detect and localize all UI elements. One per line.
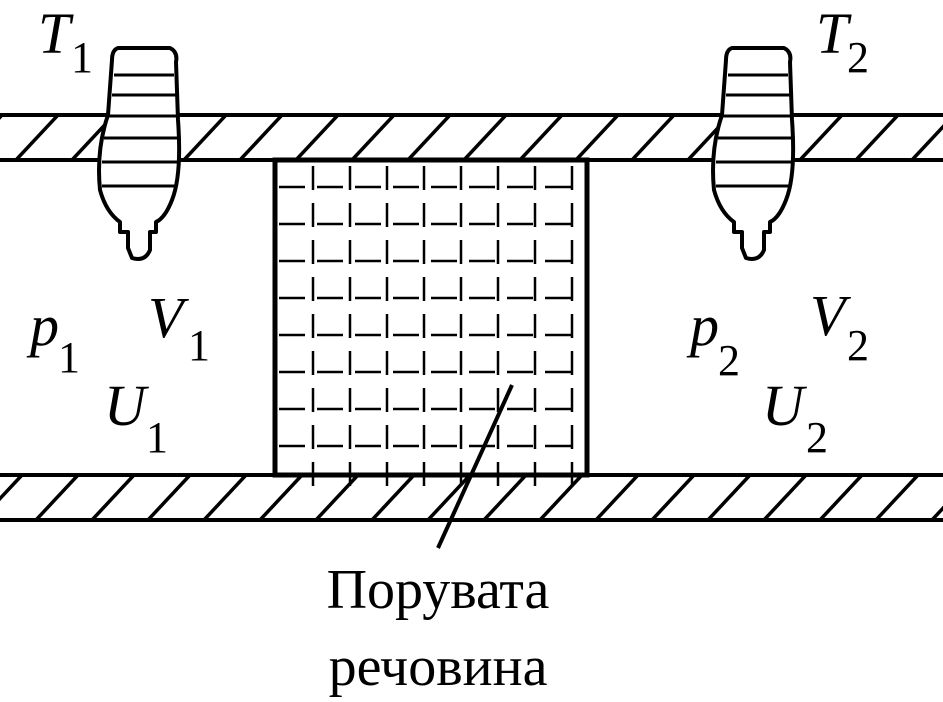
p2-index: 2 (718, 336, 740, 385)
hatch-line (294, 115, 340, 160)
hatch-line (798, 115, 844, 160)
hatch-line (854, 115, 900, 160)
hatch-line (202, 475, 248, 520)
t1-index: 1 (71, 33, 93, 82)
right-temperature-label: T 2 (816, 1, 869, 82)
hatch-line (910, 124, 943, 160)
hatch-line (14, 115, 60, 160)
u2-index: 2 (806, 413, 828, 462)
right-chamber-parameters: p 2 V 2 U 2 (686, 283, 869, 462)
hatch-line (426, 475, 472, 520)
hatch-line (146, 475, 192, 520)
porous-leader-line (436, 384, 514, 549)
left-thermometer-icon (97, 46, 182, 261)
porous-material-caption: Порувата речовина (327, 559, 550, 698)
left-temperature-label: T 1 (38, 1, 93, 82)
hatch-line (90, 475, 136, 520)
bottom-pipe-wall (0, 473, 943, 522)
hatch-line (314, 475, 360, 520)
t2-symbol: T (816, 1, 852, 66)
left-chamber-parameters: p 1 V 1 U 1 (26, 285, 210, 462)
hatch-line (34, 475, 80, 520)
right-thermometer-icon (711, 46, 796, 261)
hatch-line (930, 505, 943, 520)
top-wall-hatching (0, 115, 943, 160)
hatch-line (594, 475, 640, 520)
v2-symbol: V (810, 283, 852, 348)
hatch-line (182, 115, 228, 160)
porous-plug (272, 157, 590, 486)
hatch-line (706, 475, 752, 520)
p1-index: 1 (58, 333, 80, 382)
hatch-line (406, 115, 452, 160)
caption-line-1: Порувата (327, 559, 550, 621)
v1-symbol: V (148, 285, 190, 350)
hatch-line (0, 115, 4, 120)
hatch-line (350, 115, 396, 160)
hatch-line (574, 115, 620, 160)
porous-grid (279, 166, 574, 486)
v2-index: 2 (847, 321, 869, 370)
hatch-line (238, 115, 284, 160)
p1-symbol: p (26, 293, 59, 358)
t1-symbol: T (38, 1, 74, 66)
bottom-wall-hatching (0, 475, 943, 520)
u1-symbol: U (104, 373, 150, 438)
v1-index: 1 (188, 321, 210, 370)
hatch-line (762, 475, 808, 520)
hatch-line (630, 115, 676, 160)
u2-symbol: U (762, 373, 808, 438)
hatch-line (462, 115, 508, 160)
hatch-line (818, 475, 864, 520)
caption-line-2: речовина (329, 636, 548, 698)
hatch-line (538, 475, 584, 520)
hatch-line (258, 475, 304, 520)
hatch-line (650, 475, 696, 520)
t2-index: 2 (847, 33, 869, 82)
hatch-line (370, 475, 416, 520)
hatch-line (0, 475, 24, 502)
hatch-line (482, 475, 528, 520)
hatch-line (874, 475, 920, 520)
hatch-line (518, 115, 564, 160)
u1-index: 1 (146, 413, 168, 462)
p2-symbol: p (686, 293, 719, 358)
